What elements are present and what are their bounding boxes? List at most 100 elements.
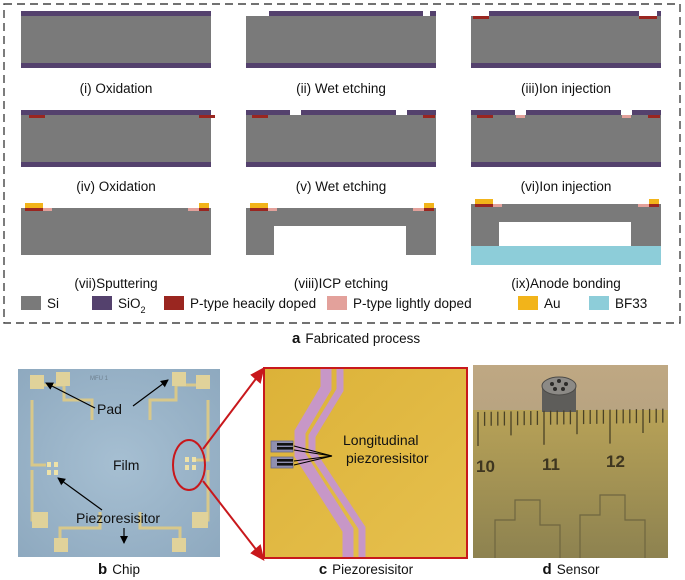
si-substrate [21,16,211,63]
sio2-layer [632,110,661,115]
si-substrate [471,115,661,162]
legend-swatch [164,296,184,310]
process-diagrams: (i) Oxidation (ii) Wet etching (iii)Ion in… [21,11,661,291]
process-step-label: (ii) Wet etching [296,81,386,96]
caption-c-tag: c [318,561,328,578]
si-support [406,226,436,255]
ruler-engraving [494,494,646,558]
process-step-label: (v) Wet etching [296,179,387,194]
sio2-layer [21,11,211,16]
piezoresistor-photo: Longitudinal piezoresisitor [263,367,468,559]
sio2-layer [21,162,211,167]
process-step-9: (ix)Anode bonding [471,199,661,291]
chip-background [18,369,220,557]
legend-swatch [21,296,41,310]
process-step-label: (iii)Ion injection [521,81,611,96]
sio2-layer [471,110,515,115]
sio2-layer [246,162,436,167]
process-step-label: (vi)Ion injection [521,179,612,194]
au-electrode [424,203,434,208]
legend-item: SiO2 [92,296,146,315]
process-step-5: (v) Wet etching [246,110,436,194]
process-step-label: (i) Oxidation [80,81,153,96]
process-step-8: (viii)ICP etching [246,203,436,291]
contact-pad [270,440,294,453]
sio2-layer [21,63,211,68]
process-step-2: (ii) Wet etching [246,11,436,96]
bf33-glass [471,246,661,265]
pad-label: Pad [97,401,122,417]
legend-item: P-type lightly doped [327,296,472,311]
process-step-3: (iii)Ion injection [471,11,661,96]
process-step-4: (iv) Oxidation [21,110,215,194]
process-frame [3,3,681,324]
p-light-doping [188,208,199,211]
legend-item: BF33 [589,296,647,311]
process-step-label: (ix)Anode bonding [511,276,621,291]
si-membrane [246,208,436,226]
si-support [246,226,274,255]
au-electrode [250,203,268,208]
sio2-layer [657,11,661,16]
process-step-label: (iv) Oxidation [76,179,156,194]
legend-swatch [589,296,609,310]
zoom-callout [202,367,265,561]
sensor-head [541,376,577,412]
process-step-1: (i) Oxidation [21,11,211,96]
p-light-doping [493,204,502,207]
legend-swatch [518,296,538,310]
p-light-doping [413,208,424,211]
legend-label: Si [47,296,59,311]
chip-photo: MFU 1 Pad Film Piezoresisitor [18,369,220,557]
chip-pad [54,538,68,552]
ruler-ticks [477,408,664,446]
p-heavy-doping [250,208,268,211]
p-heavy-doping [424,208,434,211]
p-heavy-doping [649,204,659,207]
ruler-number-11: 11 [542,455,560,474]
resistor-strips [277,443,293,466]
si-membrane [471,204,661,222]
caption-b-tag: b [98,561,108,578]
chip-pad [192,512,208,528]
au-electrode [649,199,659,204]
p-light-doping [268,208,277,211]
sio2-layer [407,110,436,115]
p-heavy-doping [29,115,45,118]
au-electrode [475,199,493,204]
legend-item: Si [21,296,59,311]
piezo-trace [294,369,354,557]
sio2-layer [471,162,661,167]
film-label: Film [113,457,139,473]
p-light-doping [516,115,525,118]
longitudinal-label: Longitudinal [343,432,419,448]
longitudinal-label-2: piezoresisitor [346,450,429,466]
legend-label: P-type lightly doped [353,296,472,311]
chip-pad [56,372,70,386]
p-light-doping [43,208,52,211]
process-step-7: (vii)Sputtering [21,203,211,291]
p-heavy-doping [639,16,657,19]
piezo-arrow [57,477,103,511]
p-heavy-doping [477,115,493,118]
sio2-layer [246,110,290,115]
si-substrate [471,16,661,63]
sio2-layer [301,110,396,115]
chip-pad [172,372,186,386]
sio2-layer [526,110,621,115]
p-heavy-doping [473,16,489,19]
au-electrode [199,203,209,208]
sio2-layer [269,11,423,16]
zoom-ellipse [172,439,206,491]
sensor-photo: 10 11 12 [473,365,668,558]
micrograph-frame [263,367,468,559]
process-step-label: (viii)ICP etching [294,276,388,291]
si-support [631,222,661,246]
legend-swatch [327,296,347,310]
legend-swatch [92,296,112,310]
sio2-layer [21,110,211,115]
legend-label: BF33 [615,296,647,311]
